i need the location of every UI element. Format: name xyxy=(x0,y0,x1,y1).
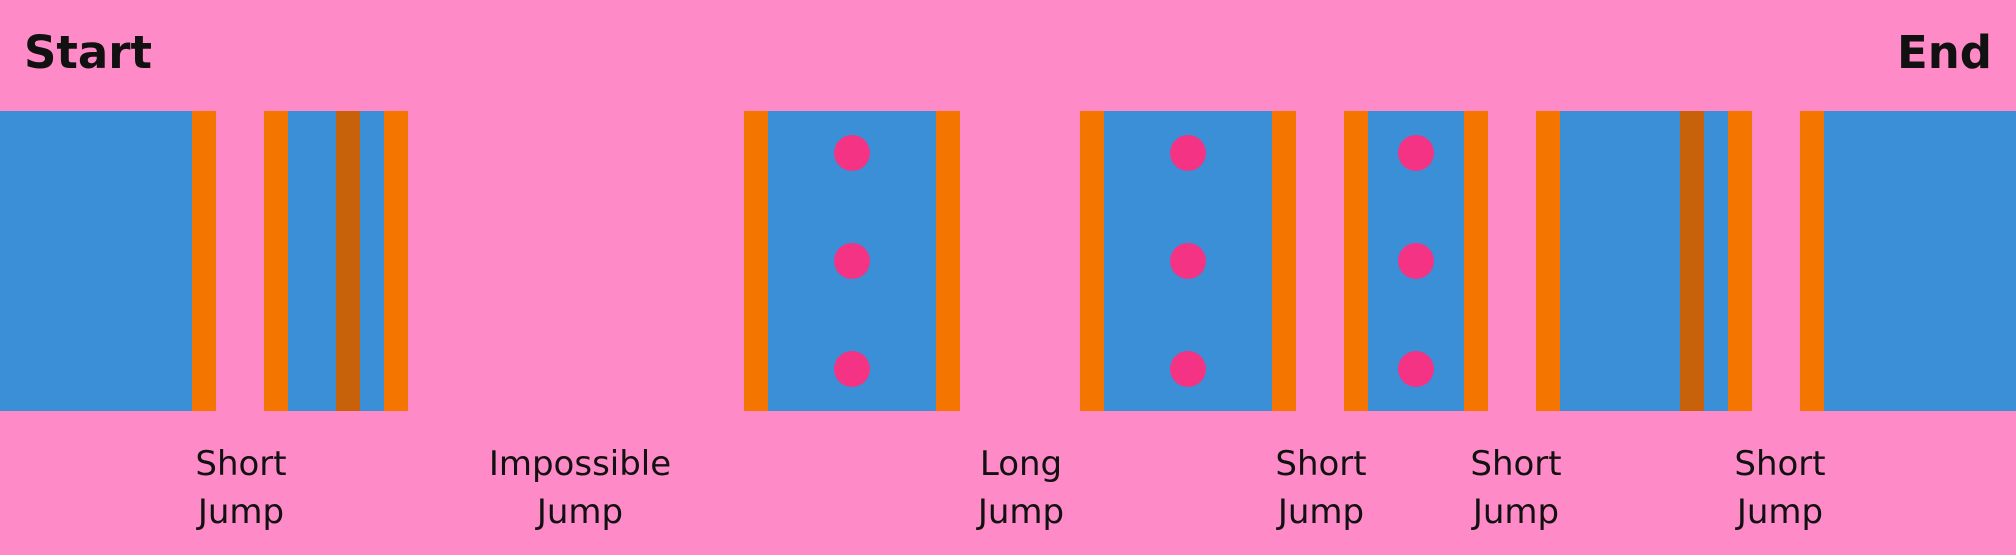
hazard-dot-2-1 xyxy=(1170,135,1206,171)
hazard-dot-2-2 xyxy=(1170,243,1206,279)
jump-label-short-1: Short Jump xyxy=(195,444,287,532)
platform-divider-2 xyxy=(1680,111,1704,411)
jump-label-short-2: Short Jump xyxy=(1275,444,1367,532)
platform-edge-3 xyxy=(384,111,408,411)
end-label: End xyxy=(1897,26,1992,79)
platform-end xyxy=(1824,111,2016,411)
platform-edge-9 xyxy=(1464,111,1488,411)
platform-start xyxy=(0,111,192,411)
jump-label-long: Long Jump xyxy=(977,444,1065,532)
hazard-dot-3-2 xyxy=(1398,243,1434,279)
platform-edge-12 xyxy=(1800,111,1824,411)
platform-edge-8 xyxy=(1344,111,1368,411)
platform-edge-1 xyxy=(192,111,216,411)
hazard-dot-2-3 xyxy=(1170,351,1206,387)
hazard-dot-3-3 xyxy=(1398,351,1434,387)
hazard-dot-1-3 xyxy=(834,351,870,387)
jump-label-short-3: Short Jump xyxy=(1470,444,1562,532)
hazard-dot-1-1 xyxy=(834,135,870,171)
platform-edge-7 xyxy=(1272,111,1296,411)
platform-edge-10 xyxy=(1536,111,1560,411)
jump-label-short-4: Short Jump xyxy=(1734,444,1826,532)
start-label: Start xyxy=(24,26,152,79)
platform-edge-2 xyxy=(264,111,288,411)
platform-edge-5 xyxy=(936,111,960,411)
platform-divider-1 xyxy=(336,111,360,411)
hazard-dot-3-1 xyxy=(1398,135,1434,171)
platform-edge-4 xyxy=(744,111,768,411)
platform-edge-11 xyxy=(1728,111,1752,411)
jump-label-impossible: Impossible Jump xyxy=(488,444,672,532)
hazard-dot-1-2 xyxy=(834,243,870,279)
platform-edge-6 xyxy=(1080,111,1104,411)
